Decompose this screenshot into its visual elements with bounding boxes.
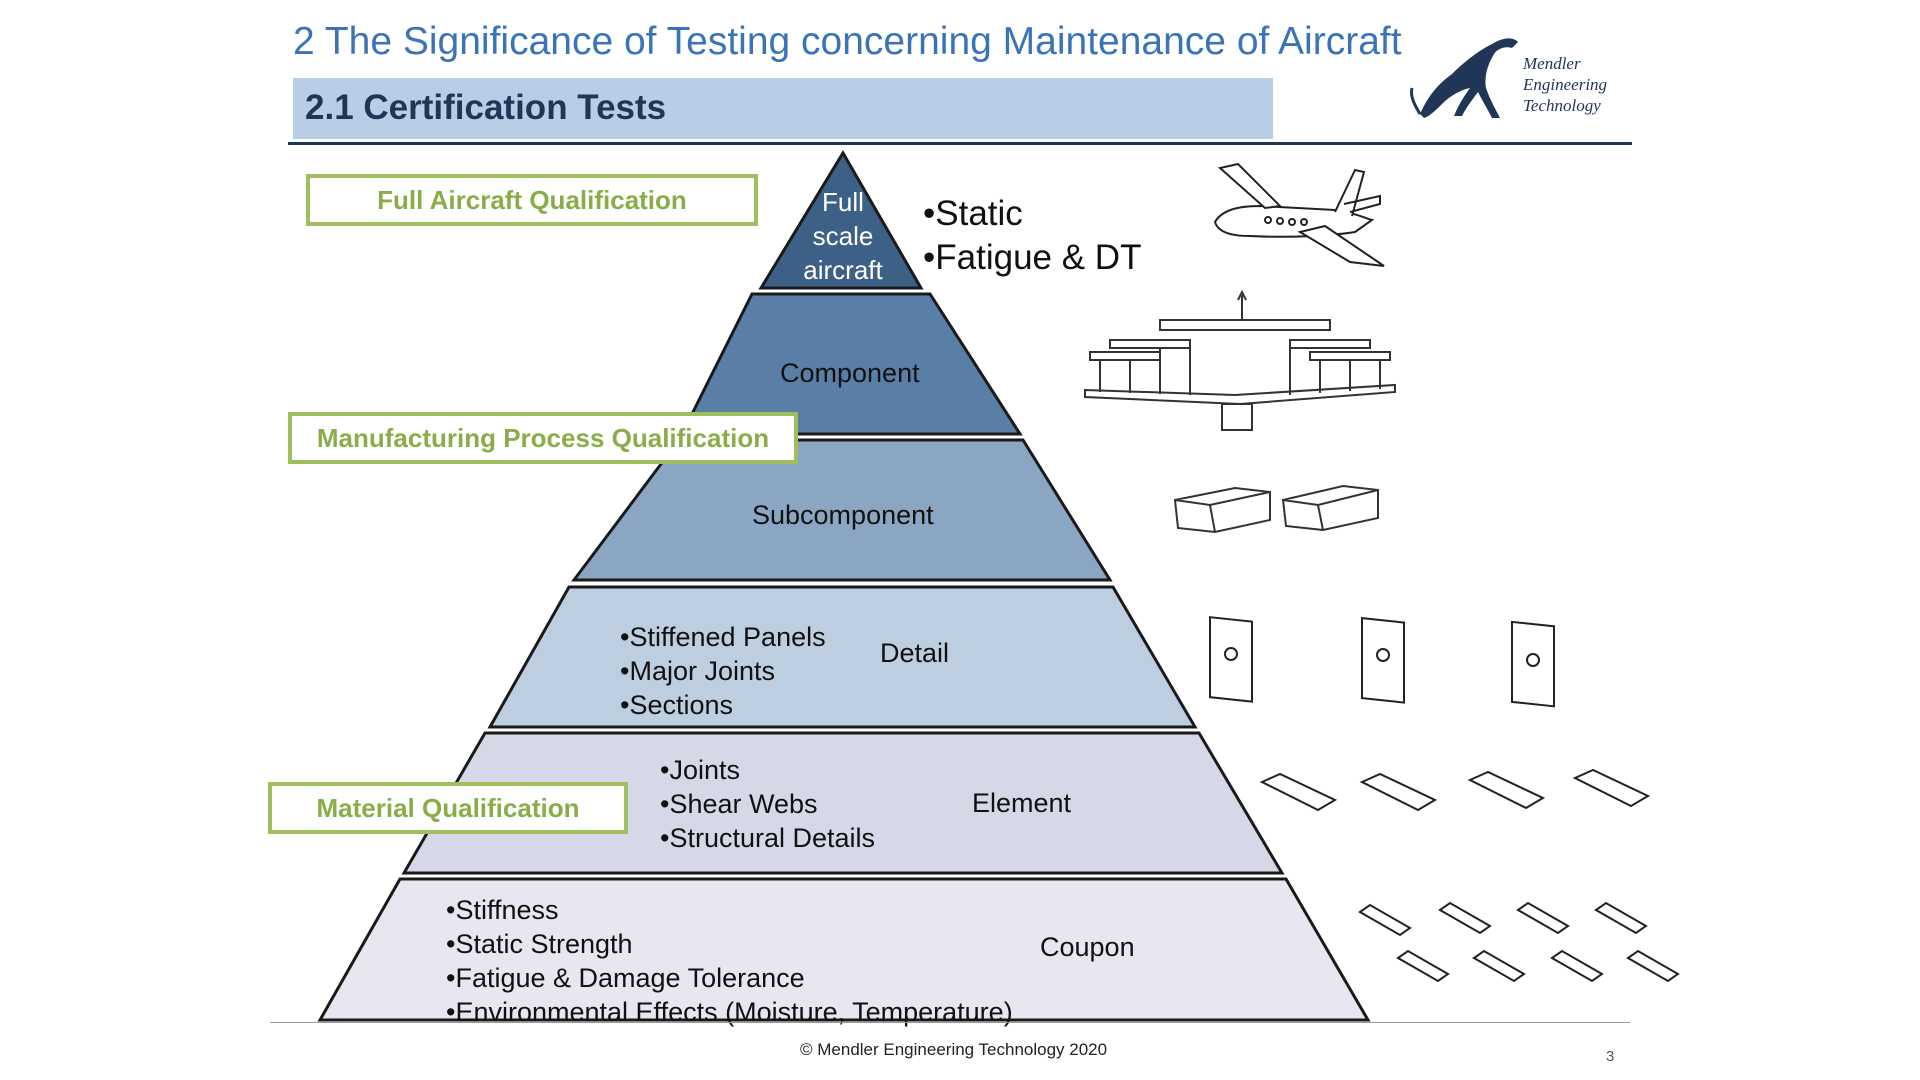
detail-panels-icon xyxy=(1209,616,1555,708)
list-item: •Shear Webs xyxy=(660,789,818,819)
section-subtitle: 2.1 Certification Tests xyxy=(305,88,667,127)
tier-coupon xyxy=(317,877,1371,1022)
test-item: •Fatigue & DT xyxy=(923,238,1142,277)
slide-title: 2 The Significance of Testing concerning… xyxy=(293,20,1402,63)
subcomponent-tier-label: Subcomponent xyxy=(752,500,934,530)
apex-line: Full xyxy=(822,187,864,217)
logo-text: Mendler Engineering Technology xyxy=(1523,53,1607,116)
subcomponent-boxes-icon xyxy=(1173,484,1379,534)
coupon-specimens-icon xyxy=(1358,901,1680,983)
full-scale-tests-list: •Static •Fatigue & DT xyxy=(923,192,1141,280)
tier-detail xyxy=(487,585,1198,729)
element-specimens-icon xyxy=(1259,768,1651,812)
tier-subcomponent xyxy=(571,438,1113,582)
list-item: •Static Strength xyxy=(446,929,633,959)
tier-component xyxy=(679,292,1023,436)
list-item: •Joints xyxy=(660,755,740,785)
element-tier-label: Element xyxy=(972,788,1072,818)
list-item: •Stiffness xyxy=(446,895,559,925)
list-item: •Fatigue & Damage Tolerance xyxy=(446,963,805,993)
subtitle-bar: 2.1 Certification Tests xyxy=(293,78,1273,139)
manufacturing-process-qualification-label: Manufacturing Process Qualification xyxy=(288,412,798,464)
coupon-tier-label: Coupon xyxy=(1040,932,1135,962)
list-item: •Stiffened Panels xyxy=(620,622,826,652)
copyright-text: © Mendler Engineering Technology 2020 xyxy=(800,1040,1108,1059)
apex-tier-label: Full scale aircraft xyxy=(790,185,896,287)
list-item: •Environmental Effects (Moisture, Temper… xyxy=(446,997,1013,1027)
page-number: 3 xyxy=(1606,1048,1615,1065)
logo-line: Mendler xyxy=(1523,54,1581,73)
logo-line: Technology xyxy=(1523,96,1601,115)
footer-divider xyxy=(270,1022,1630,1023)
full-aircraft-qualification-label: Full Aircraft Qualification xyxy=(306,174,758,226)
component-tier-label: Component xyxy=(780,358,920,388)
element-bullet-list: •Joints •Shear Webs •Structural Details xyxy=(660,753,875,855)
wing-test-rig-icon xyxy=(1084,289,1396,431)
tier-apex xyxy=(758,150,924,290)
logo-line: Engineering xyxy=(1523,75,1608,94)
coupon-bullet-list: •Stiffness •Static Strength •Fatigue & D… xyxy=(446,893,1013,1029)
list-item: •Structural Details xyxy=(660,823,876,853)
list-item: •Major Joints xyxy=(620,656,775,686)
list-item: •Sections xyxy=(620,690,734,720)
aircraft-icon xyxy=(1213,162,1385,267)
detail-bullet-list: •Stiffened Panels •Major Joints •Section… xyxy=(620,620,826,722)
test-item: •Static xyxy=(923,194,1023,233)
apex-line: aircraft xyxy=(803,255,883,285)
header-divider xyxy=(288,142,1632,145)
detail-tier-label: Detail xyxy=(880,638,950,668)
material-qualification-label: Material Qualification xyxy=(268,782,628,834)
apex-line: scale xyxy=(812,221,874,251)
